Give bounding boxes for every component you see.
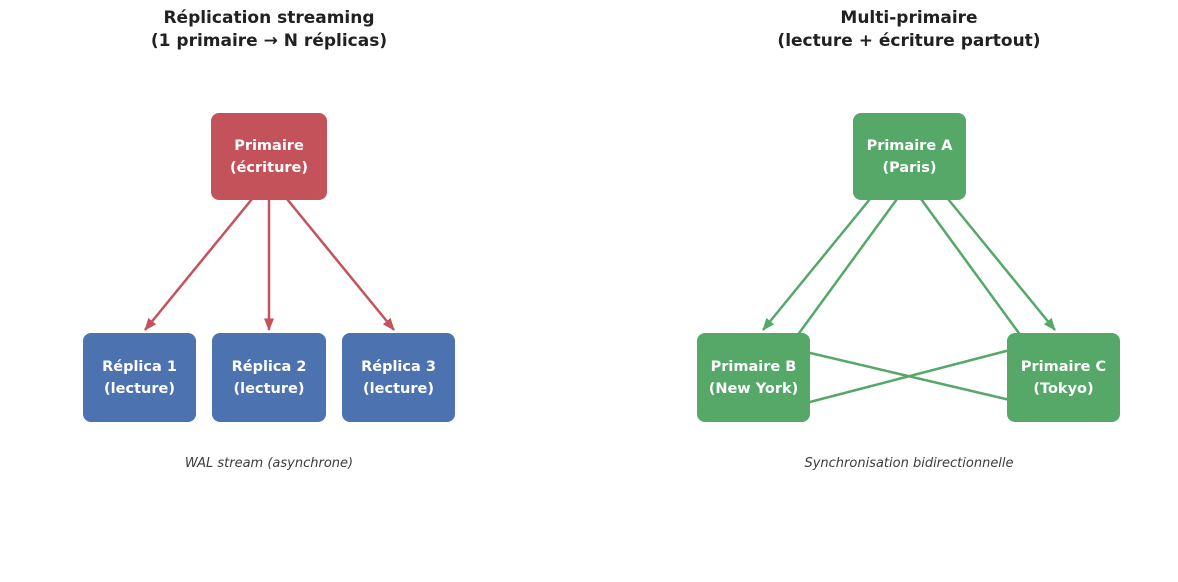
node-label-line1: Réplica 2 (231, 358, 307, 375)
node-replica-1: Réplica 1 (lecture) (83, 333, 196, 422)
arrow-primC-to-primA (919, 198, 1023, 337)
arrow-primA-to-primB (762, 198, 871, 331)
node-label-line1: Primaire (234, 137, 304, 154)
node-label-line1: Primaire C (1020, 358, 1107, 375)
node-label-line2: (écriture) (229, 159, 309, 176)
node-label-line1: Réplica 1 (102, 358, 177, 375)
panel-title-line1: Multi-primaire (840, 8, 978, 28)
node-primary-b-newyork: Primaire B (New York) (697, 333, 810, 422)
node-primary-writer: Primaire (écriture) (211, 113, 327, 200)
node-label-line2: (lecture) (363, 380, 434, 397)
node-replica-2: Réplica 2 (lecture) (212, 333, 326, 422)
panel-title-streaming: Réplication streaming (1 primaire → N ré… (151, 7, 387, 53)
node-label-line1: Primaire B (710, 358, 797, 375)
caption-bidirectional-sync: Synchronisation bidirectionnelle (804, 456, 1014, 471)
node-primary-c-tokyo: Primaire C (Tokyo) (1007, 333, 1120, 422)
node-label-line2: (lecture) (104, 380, 175, 397)
arrow-primary-to-replica3 (286, 198, 395, 331)
node-label-line2: (Paris) (882, 159, 937, 176)
panel-title-line1: Réplication streaming (163, 8, 375, 28)
node-label-line2: (lecture) (233, 380, 305, 397)
arrow-primB-to-primA (795, 198, 899, 337)
node-label-line1: Primaire A (866, 137, 953, 154)
node-label-line2: (Tokyo) (1033, 380, 1094, 397)
arrow-primary-to-replica1 (144, 198, 253, 331)
arrow-primC-to-primB (805, 348, 1011, 405)
node-label-line2: (New York) (708, 380, 799, 397)
panel-title-line2: (1 primaire → N réplicas) (150, 31, 388, 51)
node-label-line1: Réplica 3 (361, 358, 436, 375)
arrow-primA-to-primC (947, 198, 1056, 331)
node-replica-3: Réplica 3 (lecture) (342, 333, 455, 422)
panel-title-line2: (lecture + écriture partout) (777, 31, 1041, 51)
panel-title-multi-primary: Multi-primaire (lecture + écriture parto… (777, 7, 1040, 53)
node-primary-a-paris: Primaire A (Paris) (853, 113, 966, 200)
caption-wal-stream: WAL stream (asynchrone) (184, 456, 354, 471)
